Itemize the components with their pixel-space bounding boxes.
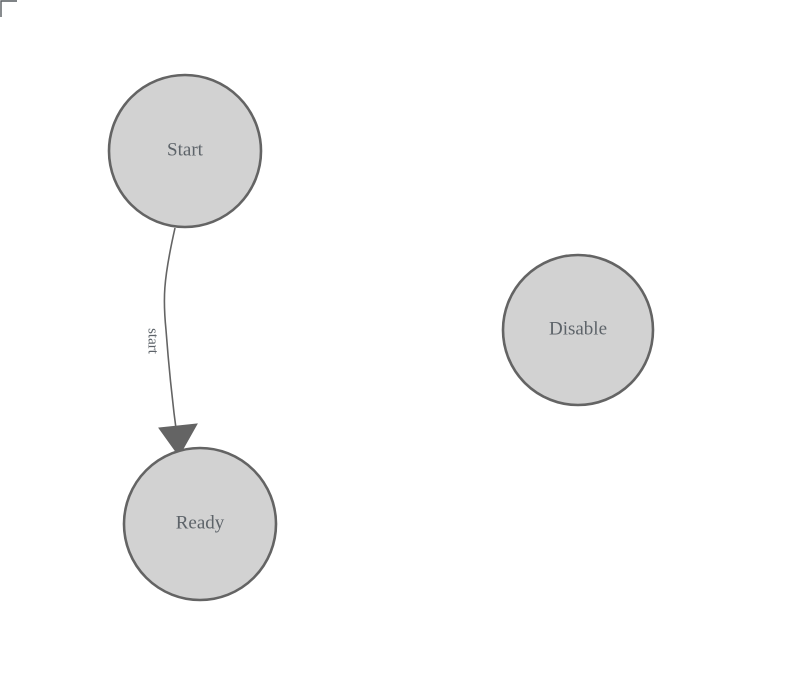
edge-start-to-ready[interactable]: start (145, 227, 198, 457)
node-label-disable: Disable (549, 318, 607, 339)
node-circle[interactable] (501, 253, 655, 407)
edge-path[interactable] (163, 227, 179, 445)
node-label-start: Start (167, 139, 204, 160)
node-ready[interactable]: Ready (122, 446, 278, 602)
node-start[interactable]: Start (107, 73, 263, 229)
edge-label-start: start (145, 328, 161, 355)
arrowhead-icon (158, 423, 198, 457)
node-disable[interactable]: Disable (501, 253, 655, 407)
top-left-corner-bracket-icon (0, 0, 17, 17)
node-label-ready: Ready (176, 512, 225, 533)
node-circle[interactable] (122, 446, 278, 602)
node-circle[interactable] (107, 73, 263, 229)
